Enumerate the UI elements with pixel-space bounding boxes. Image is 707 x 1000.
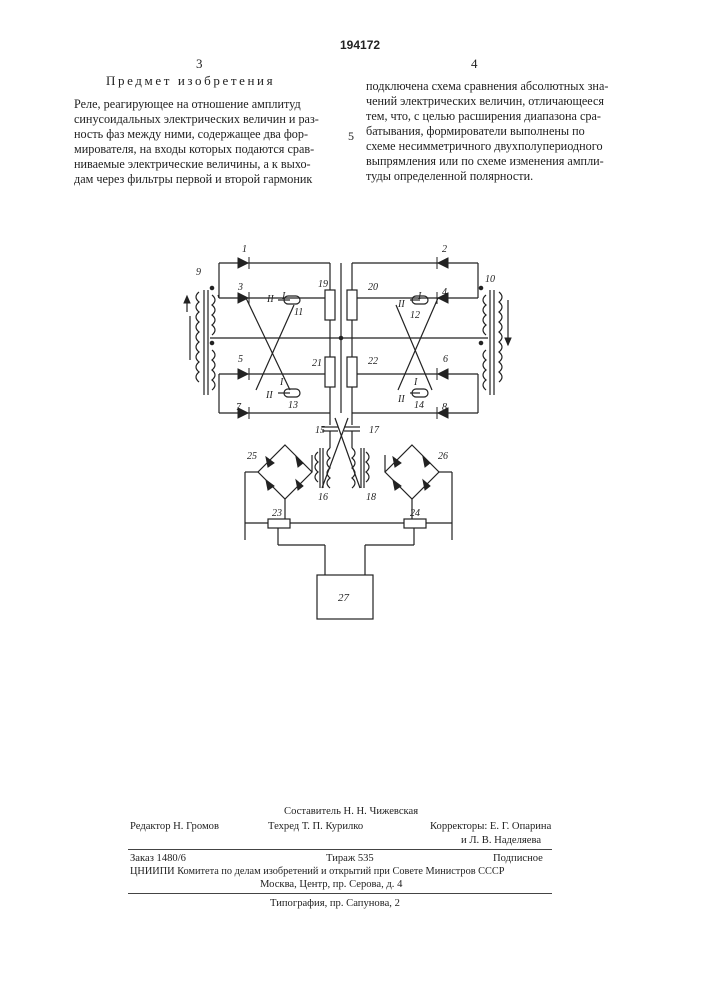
label-2: 2 bbox=[442, 244, 447, 255]
footer-divider bbox=[128, 849, 552, 850]
label-14: 14 bbox=[414, 400, 424, 411]
footer-printer: Типография, пр. Сапунова, 2 bbox=[270, 897, 400, 910]
label-9: 9 bbox=[196, 267, 201, 278]
label-27: 27 bbox=[338, 592, 350, 604]
label-roman-i: I bbox=[279, 377, 284, 388]
label-roman-i: I bbox=[413, 377, 418, 388]
label-15: 15 bbox=[315, 425, 325, 436]
label-3: 3 bbox=[237, 282, 243, 293]
label-21: 21 bbox=[312, 358, 322, 369]
circuit-diagram: 1 2 3 4 5 6 7 8 9 10 11 12 13 14 15 16 1… bbox=[0, 0, 707, 640]
footer-circulation: Тираж 535 bbox=[326, 852, 374, 865]
footer-divider-bottom bbox=[128, 893, 552, 894]
label-10: 10 bbox=[485, 274, 495, 285]
label-12: 12 bbox=[410, 310, 420, 321]
label-roman-i: I bbox=[281, 291, 286, 302]
label-22: 22 bbox=[368, 356, 378, 367]
label-roman-ii: II bbox=[397, 394, 405, 405]
footer-proofreaders-1: Корректоры: Е. Г. Опарина bbox=[430, 820, 551, 833]
label-16: 16 bbox=[318, 492, 328, 503]
label-4: 4 bbox=[442, 287, 447, 298]
label-17: 17 bbox=[369, 425, 380, 436]
label-roman-ii: II bbox=[266, 294, 274, 305]
label-20: 20 bbox=[368, 282, 378, 293]
footer-order: Заказ 1480/6 bbox=[130, 852, 186, 865]
label-roman-i: I bbox=[417, 291, 422, 302]
label-1: 1 bbox=[242, 244, 247, 255]
label-24: 24 bbox=[410, 508, 420, 519]
label-26: 26 bbox=[438, 451, 448, 462]
label-18: 18 bbox=[366, 492, 376, 503]
label-5: 5 bbox=[238, 354, 243, 365]
label-roman-ii: II bbox=[397, 299, 405, 310]
label-6: 6 bbox=[443, 354, 448, 365]
label-25: 25 bbox=[247, 451, 257, 462]
label-11: 11 bbox=[294, 307, 303, 318]
footer-subscription: Подписное bbox=[493, 852, 543, 865]
footer-address: Москва, Центр, пр. Серова, д. 4 bbox=[260, 878, 402, 891]
label-19: 19 bbox=[318, 279, 328, 290]
label-13: 13 bbox=[288, 400, 298, 411]
label-23: 23 bbox=[272, 508, 282, 519]
label-roman-ii: II bbox=[265, 390, 273, 401]
footer-proofreaders-2: и Л. В. Наделяева bbox=[461, 834, 541, 847]
footer-editor: Редактор Н. Громов bbox=[130, 820, 219, 833]
footer-composer: Составитель Н. Н. Чижевская bbox=[284, 805, 418, 818]
label-8: 8 bbox=[442, 402, 447, 413]
footer-tech-editor: Техред Т. П. Курилко bbox=[268, 820, 363, 833]
footer-organization: ЦНИИПИ Комитета по делам изобретений и о… bbox=[130, 865, 505, 878]
